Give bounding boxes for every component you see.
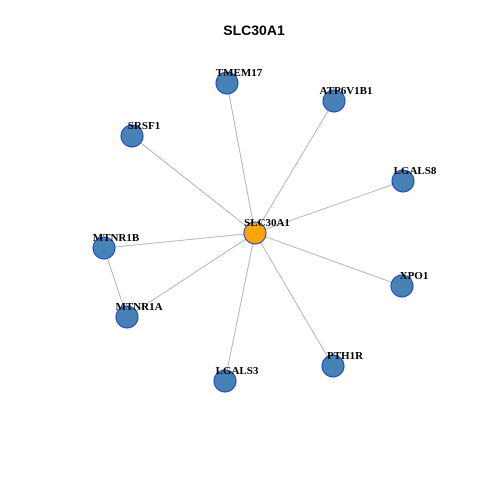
node-lgals3[interactable] [213, 369, 237, 393]
edge-slc30a1-lgals3 [224, 232, 256, 382]
node-label-lgals8: LGALS8 [394, 165, 437, 177]
edge-slc30a1-tmem17 [226, 82, 256, 234]
node-label-pth1r: PTH1R [327, 350, 364, 362]
edge-slc30a1-mtnr1a [126, 232, 256, 318]
edge-slc30a1-xpo1 [254, 232, 403, 287]
node-pth1r[interactable] [321, 354, 345, 378]
edge-slc30a1-atp6v1b1 [254, 100, 335, 234]
edge-slc30a1-srsf1 [131, 135, 256, 234]
node-srsf1[interactable] [120, 124, 144, 148]
node-slc30a1[interactable] [243, 221, 267, 245]
node-tmem17[interactable] [215, 71, 239, 95]
node-label-xpo1: XPO1 [400, 270, 429, 282]
node-label-srsf1: SRSF1 [128, 120, 160, 132]
edge-slc30a1-mtnr1b [103, 232, 256, 249]
diagram-title: SLC30A1 [223, 22, 285, 38]
node-mtnr1b[interactable] [92, 236, 116, 260]
node-mtnr1a[interactable] [115, 305, 139, 329]
node-label-atp6v1b1: ATP6V1B1 [320, 85, 373, 97]
edge-layer [103, 82, 404, 382]
node-label-lgals3: LGALS3 [216, 365, 259, 377]
node-atp6v1b1[interactable] [322, 89, 346, 113]
node-label-slc30a1: SLC30A1 [244, 217, 290, 229]
edge-mtnr1b-mtnr1a [103, 247, 128, 318]
node-label-mtnr1a: MTNR1A [115, 301, 162, 313]
edge-slc30a1-lgals8 [254, 180, 404, 234]
node-xpo1[interactable] [390, 274, 414, 298]
node-label-mtnr1b: MTNR1B [93, 232, 140, 244]
edge-slc30a1-pth1r [254, 232, 334, 367]
node-label-tmem17: TMEM17 [216, 67, 263, 79]
node-layer [92, 71, 415, 393]
node-lgals8[interactable] [391, 169, 415, 193]
